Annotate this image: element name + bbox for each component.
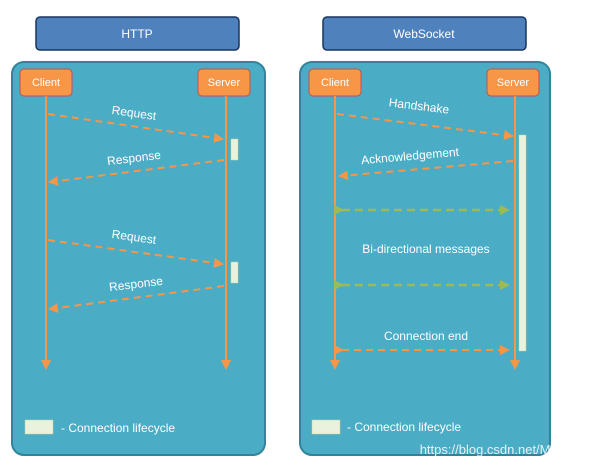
websocket-server-label: Server	[497, 77, 530, 89]
websocket-bidir-label: Bi-directional messages	[362, 242, 489, 256]
http-lifecycle-bar-1	[230, 138, 239, 161]
http-msg-arrow-3	[47, 239, 224, 268]
http-lifecycle-bar-2	[230, 261, 239, 284]
websocket-lifecycle-bar	[518, 134, 527, 352]
websocket-panel	[299, 61, 551, 456]
http-msg-label-4: Response	[108, 274, 164, 295]
websocket-legend-swatch	[311, 419, 341, 435]
websocket-server-box	[486, 68, 540, 97]
http-client-label: Client	[32, 77, 60, 89]
http-msg-arrow-4	[48, 285, 225, 313]
websocket-section: WebSocket Client Server Handshake Acknow…	[299, 16, 551, 456]
watermark-text: https://blog.csdn.net/MacWx	[420, 442, 584, 457]
websocket-handshake-arrow	[336, 113, 514, 140]
http-panel	[11, 61, 266, 456]
http-server-label: Server	[208, 77, 241, 89]
http-section: HTTP Client Server Request Response Requ…	[11, 16, 266, 456]
http-server-box	[197, 68, 251, 97]
websocket-legend-label: - Connection lifecycle	[347, 420, 461, 434]
http-header-box	[35, 16, 240, 51]
http-msg-arrow-2	[48, 159, 225, 186]
websocket-ack-arrow	[338, 160, 514, 181]
http-legend-swatch	[24, 419, 54, 435]
websocket-end-label: Connection end	[384, 329, 468, 343]
http-legend-label: - Connection lifecycle	[61, 421, 175, 435]
websocket-header-box	[322, 16, 527, 51]
http-msg-label-1: Request	[111, 103, 158, 123]
http-msg-label-3: Request	[111, 227, 158, 247]
websocket-header-title: WebSocket	[393, 27, 455, 41]
http-msg-arrow-1	[47, 113, 224, 143]
http-header-title: HTTP	[121, 27, 152, 41]
http-msg-label-2: Response	[106, 148, 162, 169]
websocket-client-label: Client	[321, 77, 349, 89]
